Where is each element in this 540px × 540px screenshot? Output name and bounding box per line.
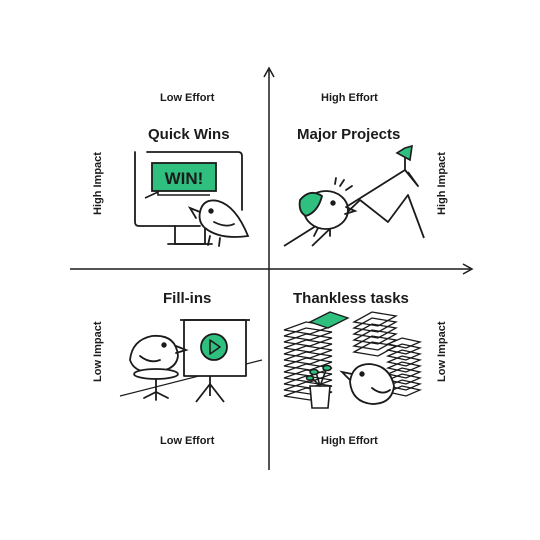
horizontal-axis <box>70 263 474 275</box>
flag-icon <box>395 144 413 170</box>
win-sign: WIN! <box>144 162 217 199</box>
arrow-up-icon <box>263 66 275 78</box>
effort-label-top-right: High Effort <box>321 92 378 104</box>
win-sign-text: WIN! <box>165 169 204 188</box>
effort-label-bottom-left: Low Effort <box>160 435 215 447</box>
bird-icon <box>339 363 395 405</box>
bird-icon <box>298 177 358 237</box>
quadrant-title-quick-wins: Quick Wins <box>148 126 230 143</box>
monitor-icon <box>134 151 243 245</box>
plant-pot-icon <box>305 364 332 409</box>
bird-icon <box>187 199 250 247</box>
arrow-right-icon <box>462 263 474 275</box>
effort-label-top-left: Low Effort <box>160 92 215 104</box>
effort-label-bottom-right: High Effort <box>321 435 378 447</box>
paper-stack-icon <box>283 311 423 401</box>
quadrant-title-major-projects: Major Projects <box>297 126 401 143</box>
quadrant-title-thankless-tasks: Thankless tasks <box>293 290 409 307</box>
chair-icon <box>133 368 179 401</box>
vertical-axis <box>263 66 275 470</box>
quadrant-title-fill-ins: Fill-ins <box>163 290 212 307</box>
play-icon <box>200 333 228 361</box>
